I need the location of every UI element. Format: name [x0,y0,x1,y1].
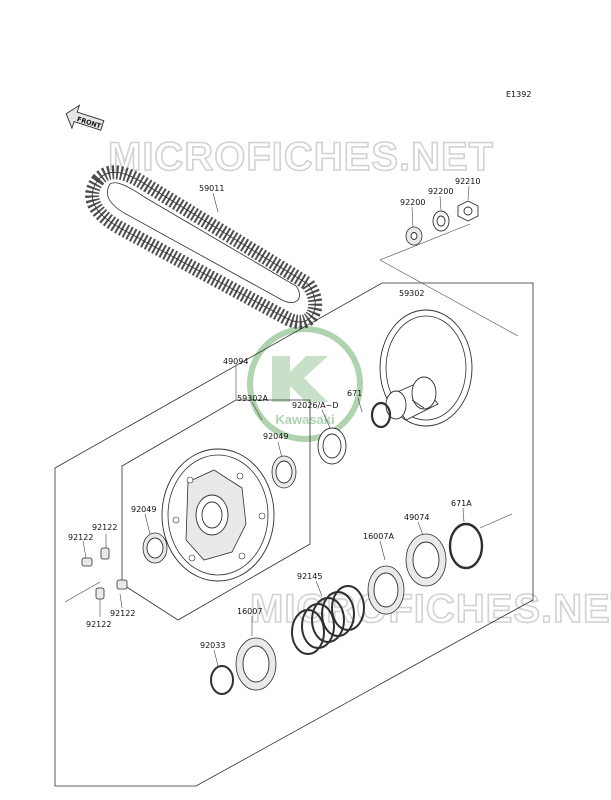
oring-671 [370,401,392,429]
label-671[interactable]: 671 [347,389,362,398]
slider-92122-d [95,587,105,600]
collar-92026 [317,427,347,465]
seal-92049-lower [142,532,168,564]
label-49094[interactable]: 49094 [223,357,248,366]
logo-text: Kawasaki [275,412,334,427]
label-16007[interactable]: 16007 [237,607,262,616]
fixed-sheave-59302 [379,309,473,427]
spring-92145 [291,585,365,655]
front-arrow-icon: FRONT [65,104,105,131]
label-92049-upper[interactable]: 92049 [263,432,288,441]
watermark-bottom: MICROFICHES.NET [250,587,611,631]
assembly-frame [54,282,534,787]
leader-lines [64,185,519,667]
slider-92122-a [100,547,110,560]
label-92210[interactable]: 92210 [455,177,480,186]
cam-16007a [367,565,405,615]
label-92033[interactable]: 92033 [200,641,225,650]
label-59011[interactable]: 59011 [199,184,224,193]
label-671a[interactable]: 671A [451,499,472,508]
seal-92049-upper [271,455,297,489]
cam-16007 [235,637,277,691]
label-49074[interactable]: 49074 [404,513,429,522]
slider-92122-b [81,557,93,567]
label-92122-a[interactable]: 92122 [92,523,117,532]
part-labels: 59011 92210 92200 92200 59302 49094 671 … [68,177,480,650]
nut-92210 [457,200,479,222]
label-59302[interactable]: 59302 [399,289,424,298]
label-92122-b[interactable]: 92122 [68,533,93,542]
washer-92200-a [405,226,423,246]
oring-671a [448,522,484,570]
movable-sheave-59302a [161,448,275,582]
label-16007a[interactable]: 16007A [363,532,394,541]
label-92049-lower[interactable]: 92049 [131,505,156,514]
slider-92122-c [116,579,128,590]
circlip-92033 [210,665,234,695]
seat-49074 [405,533,447,587]
label-92122-d[interactable]: 92122 [86,620,111,629]
washer-92200-b [432,210,450,232]
drive-belt [85,165,323,329]
kawasaki-logo: Kawasaki [247,326,363,442]
label-92122-c[interactable]: 92122 [110,609,135,618]
label-92026[interactable]: 92026/A~D [292,401,338,410]
label-92145[interactable]: 92145 [297,572,322,581]
watermark-top: MICROFICHES.NET [108,135,494,179]
diagram-code: E1392 [506,90,531,99]
label-92200-a[interactable]: 92200 [400,198,425,207]
label-59302a[interactable]: 59302A [237,394,268,403]
label-92200-b[interactable]: 92200 [428,187,453,196]
